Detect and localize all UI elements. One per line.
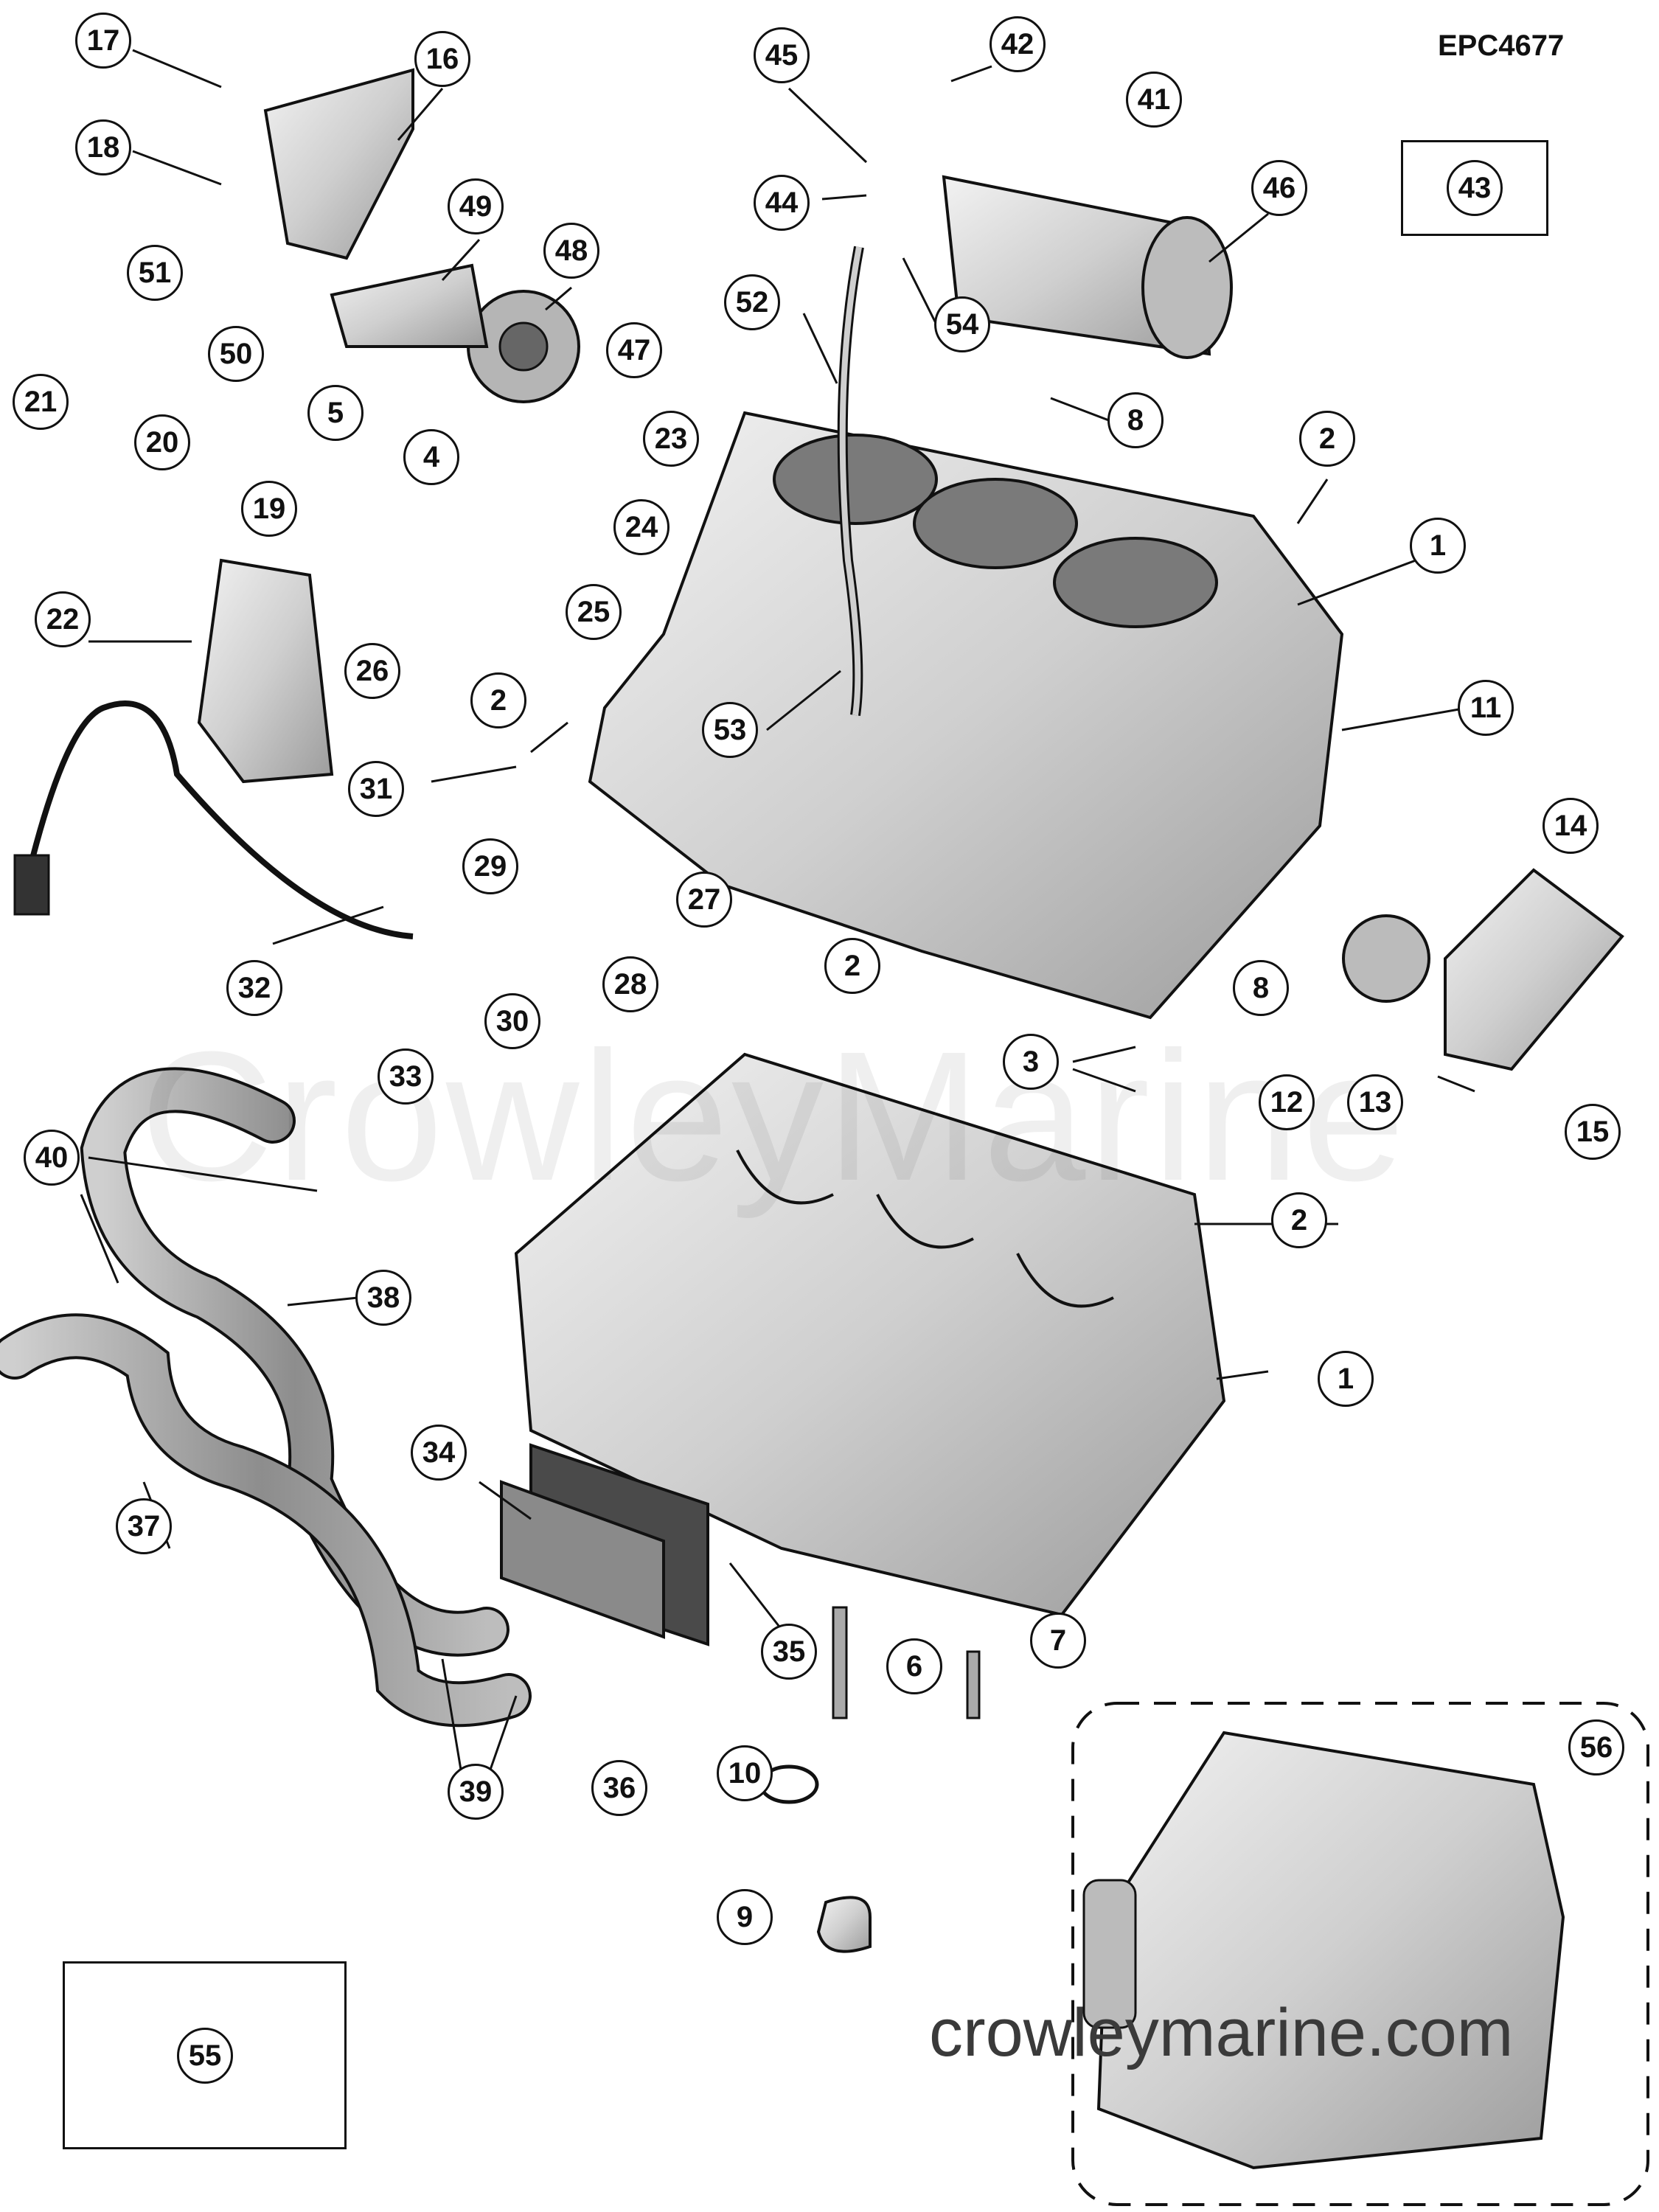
callout-1-lower[interactable]: 1 (1318, 1351, 1374, 1407)
callout-13[interactable]: 13 (1347, 1074, 1403, 1130)
callout-31[interactable]: 31 (348, 761, 404, 817)
callout-20[interactable]: 20 (134, 414, 190, 470)
callout-8-a[interactable]: 8 (1107, 392, 1164, 448)
oil-cooler (500, 1443, 709, 1646)
callout-17[interactable]: 17 (75, 13, 131, 69)
drain-plug (816, 1896, 872, 1953)
sensor-wire (27, 700, 414, 939)
callout-33[interactable]: 33 (378, 1048, 434, 1105)
callout-29[interactable]: 29 (462, 838, 518, 894)
callout-4[interactable]: 4 (403, 429, 459, 485)
callout-44[interactable]: 44 (754, 175, 810, 231)
callout-41[interactable]: 41 (1126, 72, 1182, 128)
callout-40[interactable]: 40 (24, 1130, 80, 1186)
gear-shaft (330, 263, 489, 348)
callout-7[interactable]: 7 (1030, 1613, 1086, 1669)
callout-47[interactable]: 47 (606, 322, 662, 378)
watermark-text: CrowleyMarine (140, 1013, 1408, 1219)
bolt-short (966, 1650, 981, 1719)
callout-43[interactable]: 43 (1447, 160, 1503, 216)
callout-27[interactable]: 27 (676, 872, 732, 928)
starter-motor (942, 175, 1233, 359)
callout-50[interactable]: 50 (208, 326, 264, 382)
callout-34[interactable]: 34 (411, 1425, 467, 1481)
callout-39[interactable]: 39 (448, 1764, 504, 1820)
callout-55[interactable]: 55 (177, 2028, 233, 2084)
callout-2-d[interactable]: 2 (1271, 1192, 1327, 1248)
callout-54[interactable]: 54 (934, 296, 990, 352)
callout-2-b[interactable]: 2 (470, 672, 526, 728)
cover-plug (1342, 914, 1430, 1003)
callout-21[interactable]: 21 (13, 374, 69, 430)
callout-3[interactable]: 3 (1003, 1034, 1059, 1090)
callout-1-upper[interactable]: 1 (1410, 518, 1466, 574)
callout-49[interactable]: 49 (448, 178, 504, 234)
callout-12[interactable]: 12 (1259, 1074, 1315, 1130)
callout-46[interactable]: 46 (1251, 160, 1307, 216)
callout-53[interactable]: 53 (702, 702, 758, 758)
callout-32[interactable]: 32 (226, 960, 282, 1016)
callout-36[interactable]: 36 (591, 1760, 647, 1816)
callout-2-a[interactable]: 2 (1299, 411, 1355, 467)
callout-48[interactable]: 48 (543, 223, 599, 279)
callout-56[interactable]: 56 (1568, 1719, 1624, 1775)
callout-15[interactable]: 15 (1565, 1104, 1621, 1160)
engine-assembly-inset (1071, 1702, 1649, 2206)
callout-42[interactable]: 42 (990, 16, 1046, 72)
callout-16[interactable]: 16 (414, 31, 470, 87)
bolt-long (832, 1606, 848, 1719)
upper-crankcase (588, 411, 1344, 1020)
callout-52[interactable]: 52 (724, 274, 780, 330)
website-url: crowleymarine.com (929, 1995, 1514, 2070)
callout-2-c[interactable]: 2 (824, 938, 880, 994)
lower-crankcase (514, 1052, 1226, 1617)
callout-18[interactable]: 18 (75, 119, 131, 175)
engine-support-upper (263, 68, 414, 260)
callout-5[interactable]: 5 (307, 385, 364, 441)
diagram-code: EPC4677 (1438, 29, 1565, 62)
callout-box-43 (1401, 140, 1548, 236)
callout-26[interactable]: 26 (344, 643, 400, 699)
callout-28[interactable]: 28 (602, 956, 658, 1012)
callout-10[interactable]: 10 (717, 1745, 773, 1801)
callout-37[interactable]: 37 (116, 1498, 172, 1554)
callout-box-55 (63, 1961, 347, 2149)
callout-45[interactable]: 45 (754, 27, 810, 83)
callout-23[interactable]: 23 (643, 411, 699, 467)
callout-30[interactable]: 30 (484, 993, 540, 1049)
engine-support-left (197, 558, 334, 784)
callout-8-b[interactable]: 8 (1233, 960, 1289, 1016)
callout-51[interactable]: 51 (127, 245, 183, 301)
callout-24[interactable]: 24 (613, 499, 669, 555)
leader-lines (80, 49, 1475, 1770)
callout-19[interactable]: 19 (241, 481, 297, 537)
callout-6[interactable]: 6 (886, 1638, 942, 1694)
callout-22[interactable]: 22 (35, 591, 91, 647)
callout-25[interactable]: 25 (566, 584, 622, 640)
callout-38[interactable]: 38 (355, 1270, 411, 1326)
callout-11[interactable]: 11 (1458, 680, 1514, 736)
callout-35[interactable]: 35 (761, 1624, 817, 1680)
callout-9[interactable]: 9 (717, 1889, 773, 1945)
engine-support-right (1444, 868, 1624, 1071)
callout-14[interactable]: 14 (1543, 798, 1599, 854)
